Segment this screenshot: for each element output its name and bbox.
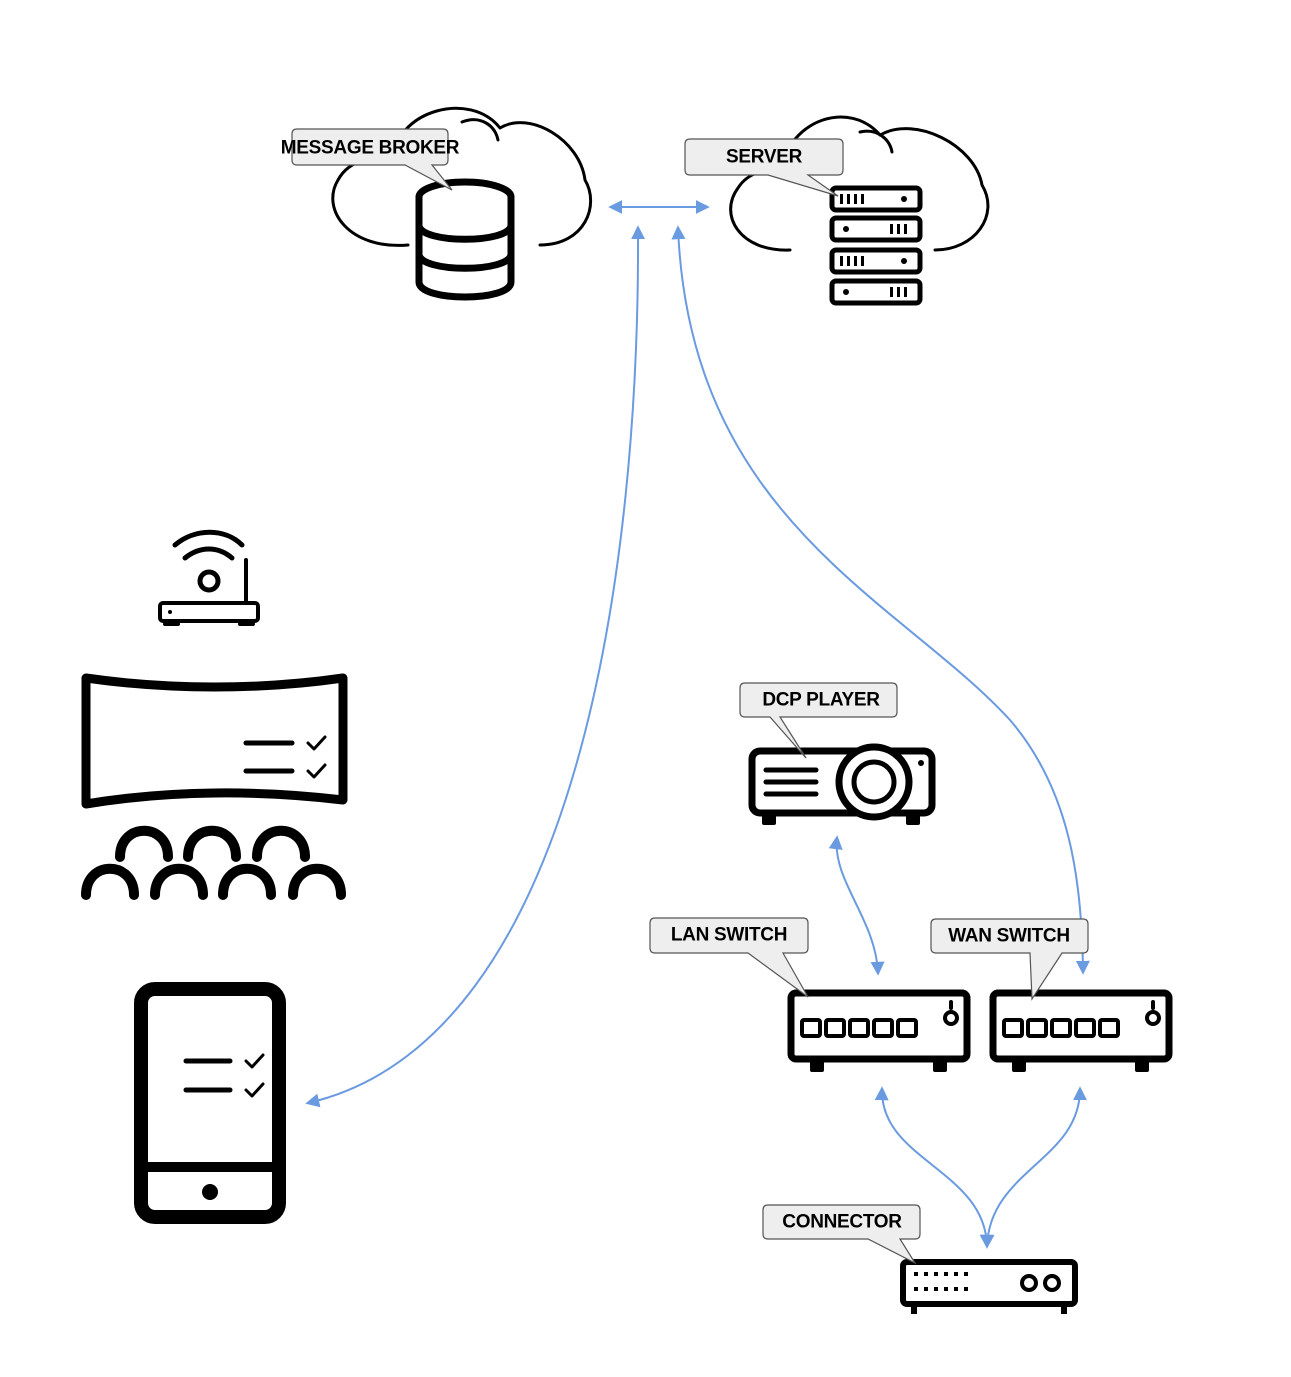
cloud-inner-stroke (858, 129, 894, 154)
link-dcp-player-lan-switch (828, 835, 885, 976)
cinema-screen (81, 673, 348, 809)
cinema-screen-audience-icon (81, 673, 348, 900)
server-node: SERVER (684, 115, 990, 306)
server-rack-icon (829, 185, 923, 306)
link-wan-switch-connector (980, 1086, 1087, 1249)
server-rack-lights (840, 194, 907, 297)
server-callout: SERVER (684, 138, 844, 197)
connector-label: CONNECTOR (782, 1212, 902, 1233)
dcp-player-callout: DCP PLAYER (739, 682, 898, 759)
link-broker-tablet (305, 225, 646, 1108)
link-server-wan-switch (671, 225, 1090, 975)
wifi-router-icon (158, 529, 260, 626)
network-switch-icon (787, 989, 971, 1072)
server-label: SERVER (726, 147, 803, 168)
tablet-checklist-icon (134, 982, 286, 1224)
wan-switch-callout: WAN SWITCH (930, 918, 1089, 1001)
connector-node: CONNECTOR (762, 1204, 1078, 1314)
connector-device-icon (900, 1259, 1078, 1314)
lan-switch-label: LAN SWITCH (671, 925, 787, 946)
wan-switch-label: WAN SWITCH (948, 926, 1070, 947)
dcp-player-node: DCP PLAYER (739, 682, 936, 825)
database-icon (415, 178, 515, 301)
lan-switch-node: LAN SWITCH (649, 917, 971, 1072)
message-broker-label: MESSAGE BROKER (281, 138, 460, 159)
network-switch-icon (989, 989, 1173, 1072)
lan-switch-callout: LAN SWITCH (649, 917, 809, 998)
wan-switch-node: WAN SWITCH (930, 918, 1173, 1072)
connector-callout: CONNECTOR (762, 1204, 921, 1265)
audience-seats (81, 825, 346, 900)
cloud-inner-stroke (460, 118, 500, 142)
message-broker-node: MESSAGE BROKER (281, 106, 593, 301)
projector-icon (748, 743, 936, 825)
dcp-player-label: DCP PLAYER (762, 690, 880, 711)
links (305, 200, 1090, 1249)
cloud-icon (729, 115, 990, 252)
cloud-icon (331, 106, 593, 247)
message-broker-callout: MESSAGE BROKER (281, 128, 460, 191)
